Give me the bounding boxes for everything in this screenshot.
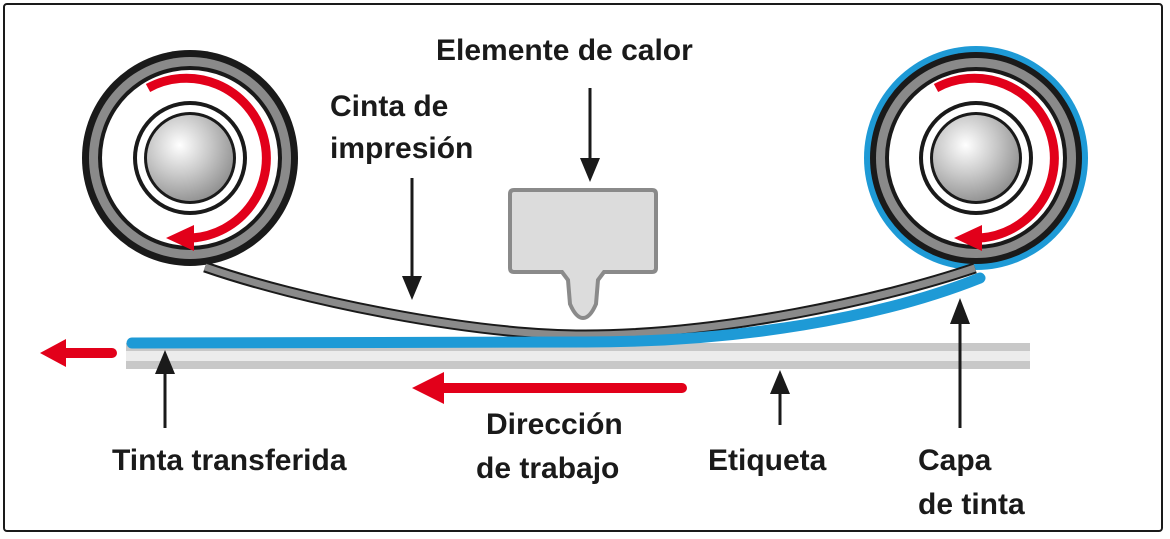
heating-element — [508, 188, 658, 321]
ink-layer-label-line1: Capa — [918, 444, 992, 477]
working-direction-arrow — [412, 372, 687, 404]
direction-label-line1: Dirección — [486, 408, 623, 441]
take-up-rotation-arrow — [933, 73, 1059, 251]
pointer-arrow-heating-element — [580, 88, 600, 182]
pointer-arrow-label — [770, 370, 790, 425]
pointer-arrow-ribbon — [402, 178, 422, 300]
label-media-label: Etiqueta — [708, 444, 827, 477]
supply-rotation-arrow — [145, 73, 271, 251]
ink-layer — [126, 272, 986, 349]
ribbon-label-line1: Cinta de — [330, 90, 449, 123]
ribbon-label-line2: impresión — [330, 132, 474, 165]
pointer-arrow-ink-layer — [950, 298, 970, 428]
ribbon-path — [203, 261, 977, 341]
transferred-ink-label: Tinta transferida — [112, 444, 347, 477]
heating-element-label: Elemente de calor — [436, 34, 693, 67]
direction-label-line2: de trabajo — [476, 452, 620, 485]
output-arrow — [40, 339, 117, 367]
ink-layer-label-line2: de tinta — [918, 488, 1025, 521]
pointer-arrow-transferred-ink — [155, 350, 175, 428]
